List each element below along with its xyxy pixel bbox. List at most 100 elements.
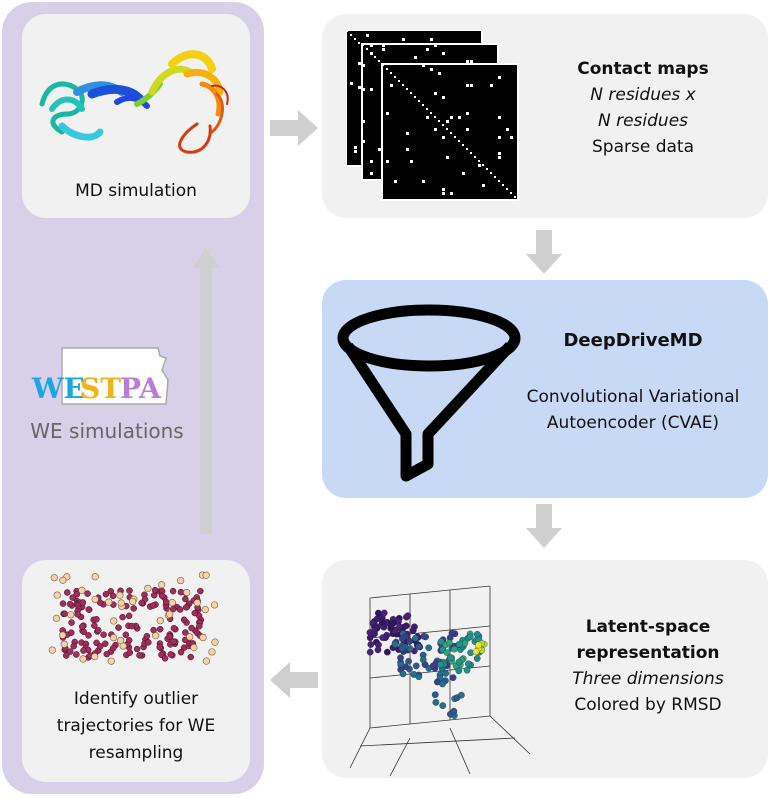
latent-point — [450, 707, 458, 715]
latent-point — [367, 641, 375, 648]
contact-map-diagonal — [350, 34, 352, 36]
contact-maps-icon — [346, 30, 519, 201]
latent-point — [375, 641, 382, 649]
contact-map-diagonal — [346, 30, 348, 32]
outlier-point — [70, 642, 77, 650]
down-arrow-1 — [526, 230, 562, 274]
latent-point — [404, 612, 412, 620]
contact-map-cell — [466, 60, 469, 63]
latent-space-line-2: Colored by RMSD — [574, 695, 722, 715]
outlier-point — [95, 627, 102, 634]
outlier-highlight-point — [91, 653, 99, 661]
contact-map-cell — [386, 160, 389, 163]
outlier-point — [96, 643, 104, 650]
contact-map-cell — [430, 38, 433, 41]
contact-map-diagonal — [374, 56, 376, 58]
contact-map-cell — [426, 116, 429, 119]
contact-map-cell — [378, 148, 381, 151]
outlier-point — [197, 587, 204, 595]
contact-map-cell — [358, 62, 361, 65]
outlier-point — [183, 604, 190, 611]
outlier-point — [177, 648, 185, 656]
latent-point — [383, 648, 391, 656]
contact-map-cell — [382, 44, 385, 47]
latent-point — [420, 632, 428, 640]
outlier-point — [69, 594, 76, 601]
outlier-point — [151, 586, 159, 594]
latent-point — [437, 638, 445, 645]
contact-map-cell — [362, 120, 365, 123]
latent-point — [455, 658, 463, 666]
outlier-point — [182, 629, 189, 636]
outlier-point — [196, 623, 203, 630]
outlier-highlight-point — [53, 591, 61, 599]
latent-point — [456, 640, 463, 648]
contact-map-cell — [366, 34, 369, 37]
outlier-highlight-point — [183, 588, 191, 597]
outlier-highlight-point — [59, 576, 67, 584]
right-arrow — [270, 110, 318, 146]
contact-map-cell — [370, 88, 373, 91]
contact-map-diagonal — [414, 96, 416, 98]
outlier-point — [74, 611, 81, 618]
outlier-highlight-point — [158, 581, 166, 589]
outlier-line-3: resampling — [88, 743, 184, 763]
outlier-highlight-point — [116, 591, 124, 599]
latent-space-text: Latent-space representation Three dimens… — [548, 614, 748, 718]
contact-map-diagonal — [450, 132, 452, 134]
outlier-point — [109, 592, 117, 600]
contact-map-cell — [406, 132, 409, 135]
outlier-highlight-point — [152, 632, 160, 640]
outlier-point — [182, 595, 189, 603]
outlier-point — [80, 647, 87, 654]
westpa-logo-st: ST — [80, 372, 121, 405]
contact-maps-line-3: Sparse data — [592, 137, 694, 157]
contact-map-diagonal — [442, 124, 444, 126]
latent-point — [415, 643, 423, 650]
outlier-point — [100, 631, 107, 638]
contact-maps-text: Contact maps N residues x N residues Spa… — [548, 56, 738, 160]
latent-point — [458, 691, 465, 699]
outlier-highlight-point — [186, 633, 194, 641]
funnel-icon — [337, 304, 521, 482]
latent-point — [439, 680, 446, 688]
contact-map-cell — [466, 84, 469, 87]
outlier-highlight-point — [107, 657, 115, 665]
contact-map-cell — [362, 64, 365, 67]
latent-space-line-1: Three dimensions — [572, 669, 724, 689]
contact-map-cell — [358, 86, 361, 89]
outlier-highlight-point — [202, 657, 210, 665]
latent-point — [399, 635, 406, 643]
outlier-highlight-point — [117, 599, 125, 607]
latent-point — [373, 615, 381, 623]
contact-map-cell — [498, 76, 501, 79]
outlier-highlight-point — [129, 597, 137, 606]
outlier-point — [68, 619, 75, 626]
outlier-point — [93, 616, 100, 623]
outlier-point — [170, 624, 178, 632]
latent-point — [475, 641, 482, 649]
contact-map-diagonal — [402, 84, 404, 86]
latent-point — [463, 666, 471, 674]
latent-space-plot — [349, 585, 531, 777]
outlier-point — [177, 588, 185, 596]
contact-map-cell — [506, 128, 509, 131]
deepdrivemd-line-1: Convolutional Variational — [526, 387, 740, 407]
contact-map-cell — [410, 160, 413, 163]
contact-map-cell — [370, 44, 373, 47]
outlier-point — [126, 587, 133, 594]
contact-map-diagonal — [358, 42, 360, 44]
contact-map-cell — [470, 84, 473, 87]
outlier-highlight-point — [67, 611, 75, 619]
we-simulations-label: WE simulations — [30, 419, 184, 443]
contact-map-cell — [442, 192, 445, 195]
contact-map-diagonal — [382, 64, 384, 66]
outlier-point — [170, 638, 177, 645]
outlier-point — [133, 645, 141, 653]
latent-point — [431, 691, 439, 699]
contact-map-cell — [426, 48, 429, 51]
latent-point — [439, 702, 447, 709]
contact-map-cell — [434, 44, 437, 47]
contact-map-diagonal — [398, 80, 400, 82]
outlier-point — [128, 622, 136, 630]
